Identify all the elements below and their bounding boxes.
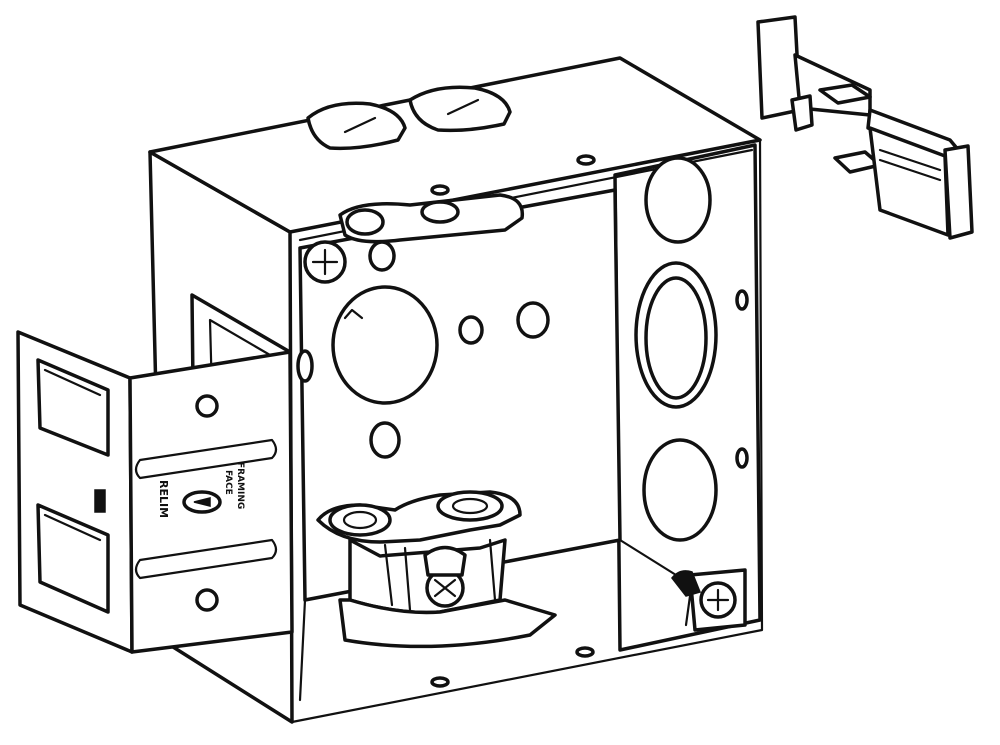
top-clamp-slot-1 — [343, 116, 377, 134]
back-hole-small-2 — [516, 301, 550, 339]
upper-clamp-hole — [368, 240, 396, 272]
bracket-brand-label: RELIM — [157, 480, 170, 518]
clip-slot — [878, 148, 942, 182]
back-hole-small-3 — [369, 421, 401, 459]
screw-cross-bottom — [706, 588, 730, 612]
right-knockout-top — [644, 156, 712, 244]
lower-clamp-ring-1-inner — [342, 510, 378, 530]
ground-wire-end — [671, 570, 702, 597]
lower-clamp-screw-boss — [423, 545, 467, 577]
bracket-small-tab — [94, 489, 106, 513]
lower-clamp-legs — [383, 538, 497, 612]
top-wall-hole-1 — [576, 154, 596, 166]
lower-clamp-base — [338, 598, 557, 649]
right-knockout-bottom — [642, 438, 718, 542]
bottom-wall-hole-1 — [575, 646, 595, 658]
top-wall-hole-2 — [430, 184, 450, 196]
knockout-tab — [343, 308, 364, 320]
back-hole-small-1 — [458, 315, 484, 345]
bracket-slot-mark — [193, 497, 211, 507]
clip-side-ear — [790, 94, 814, 132]
bracket-marking-framing: FRAMING — [235, 462, 245, 509]
bracket-side-hole — [296, 349, 314, 383]
bracket-hole-bottom — [195, 588, 219, 612]
screw-cross-top — [311, 248, 339, 276]
clip-tab-upper — [818, 83, 872, 105]
bracket-marking-face: FACE — [223, 470, 233, 495]
right-knockout-middle-inner — [644, 276, 708, 400]
clip-long-arm — [868, 126, 950, 237]
bracket-slot-upper — [36, 358, 110, 457]
upper-clamp-round-1 — [345, 208, 385, 236]
lower-clamp-ring-2 — [436, 490, 504, 522]
back-knockout-large — [331, 285, 439, 405]
bracket-rib-top — [134, 438, 278, 480]
bottom-wall-hole-2 — [430, 676, 450, 688]
bracket-hole-top — [195, 394, 219, 418]
bracket-slot-lower — [36, 503, 110, 614]
clip-end-tab — [943, 144, 974, 240]
upper-clamp-round-2 — [420, 200, 460, 224]
top-clamp-slot-2 — [446, 98, 480, 116]
right-wall-hole-2 — [735, 447, 749, 469]
lower-screw-cross — [433, 578, 457, 598]
right-wall-hole-1 — [735, 289, 749, 311]
ground-wire — [684, 594, 692, 627]
bracket-slot-edges — [43, 368, 102, 542]
lower-clamp-ring-2-inner — [451, 497, 489, 515]
lower-clamp-ring-1 — [328, 503, 392, 537]
bracket-rib-bottom — [134, 538, 278, 580]
